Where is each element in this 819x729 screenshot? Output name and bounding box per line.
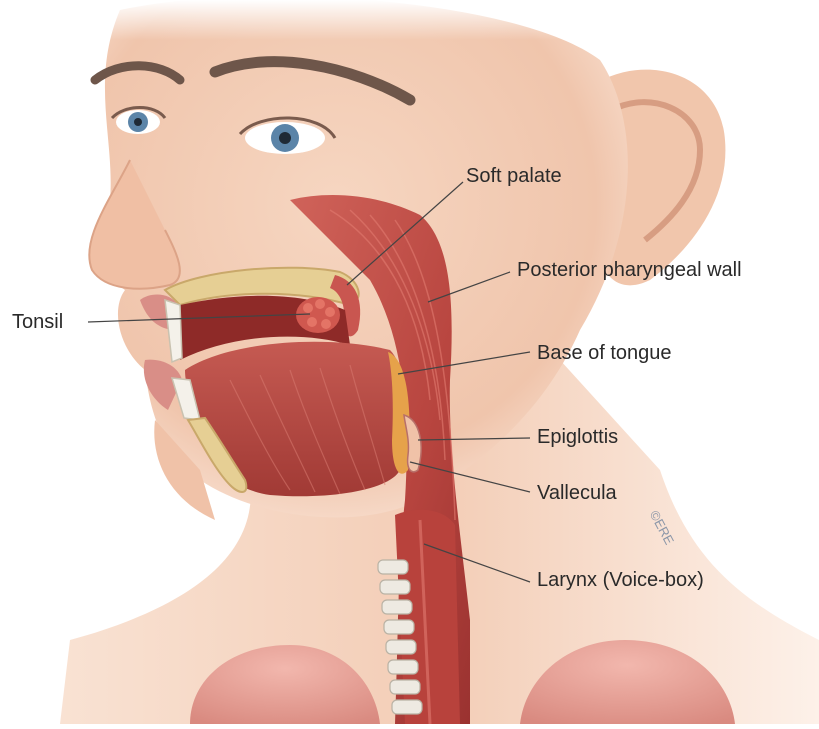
- label-vallecula: Vallecula: [537, 483, 617, 503]
- label-posterior-pharyngeal-wall: Posterior pharyngeal wall: [517, 260, 742, 280]
- label-larynx: Larynx (Voice-box): [537, 570, 704, 590]
- label-soft-palate: Soft palate: [466, 166, 562, 186]
- label-base-of-tongue: Base of tongue: [537, 343, 672, 363]
- label-epiglottis: Epiglottis: [537, 427, 618, 447]
- label-tonsil: Tonsil: [12, 312, 63, 332]
- top-fade: [0, 0, 819, 40]
